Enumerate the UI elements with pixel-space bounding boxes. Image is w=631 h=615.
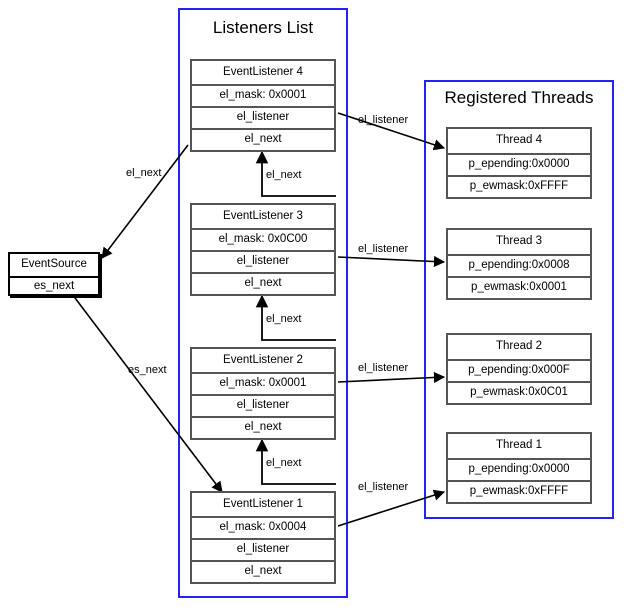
event-listener-4-next: el_next xyxy=(192,128,334,150)
node-thread-1[interactable]: Thread 1 p_epending:0x0000 p_ewmask:0xFF… xyxy=(446,432,592,504)
event-source-title: EventSource xyxy=(21,258,87,271)
thread-4-ewmask: p_ewmask:0xFFFF xyxy=(448,175,590,197)
thread-1-epending: p_epending:0x0000 xyxy=(448,458,590,480)
event-listener-2-title: EventListener 2 xyxy=(223,353,303,366)
event-listener-1-next: el_next xyxy=(192,560,334,582)
edge-label-el-listener-2: el_listener xyxy=(358,362,409,374)
event-listener-1-mask: el_mask: 0x0004 xyxy=(192,516,334,538)
event-listener-3-mask: el_mask: 0x0C00 xyxy=(192,228,334,250)
edge-label-el-next-2-1: el_next xyxy=(266,457,302,469)
event-listener-1-title: EventListener 1 xyxy=(223,497,303,510)
event-listener-3-next: el_next xyxy=(192,272,334,294)
node-event-listener-3[interactable]: EventListener 3 el_mask: 0x0C00 el_liste… xyxy=(190,203,336,296)
node-event-source[interactable]: EventSource es_next xyxy=(8,252,100,296)
edge-label-el-listener-1: el_listener xyxy=(358,481,409,493)
node-event-listener-2[interactable]: EventListener 2 el_mask: 0x0001 el_liste… xyxy=(190,347,336,440)
event-listener-4-listener: el_listener xyxy=(192,106,334,128)
event-listener-3-title: EventListener 3 xyxy=(223,209,303,222)
event-listener-1-listener: el_listener xyxy=(192,538,334,560)
event-listener-2-mask: el_mask: 0x0001 xyxy=(192,372,334,394)
thread-4-epending: p_epending:0x0000 xyxy=(448,153,590,175)
thread-1-ewmask: p_ewmask:0xFFFF xyxy=(448,480,590,502)
node-event-listener-1[interactable]: EventListener 1 el_mask: 0x0004 el_liste… xyxy=(190,491,336,584)
thread-3-epending: p_epending:0x0008 xyxy=(448,254,590,276)
edge-label-el-listener-4: el_listener xyxy=(358,114,409,126)
edge-label-el-next-4-3: el_next xyxy=(266,169,302,181)
panel-registered-threads xyxy=(424,80,614,519)
panel-registered-threads-title: Registered Threads xyxy=(444,88,594,107)
thread-2-title: Thread 2 xyxy=(495,340,543,353)
node-thread-4[interactable]: Thread 4 p_epending:0x0000 p_ewmask:0xFF… xyxy=(446,127,592,199)
thread-3-ewmask: p_ewmask:0x0001 xyxy=(448,276,590,298)
event-source-es-next: es_next xyxy=(10,276,98,296)
edge-label-es-next-diagonal: es_next xyxy=(128,364,167,376)
thread-1-title: Thread 1 xyxy=(495,439,543,452)
event-listener-4-title: EventListener 4 xyxy=(223,65,303,78)
edge-label-el-next-diagonal: el_next xyxy=(126,167,162,179)
edge-el-next-4-to-source xyxy=(101,144,189,259)
event-listener-2-listener: el_listener xyxy=(192,394,334,416)
thread-2-epending: p_epending:0x000F xyxy=(448,359,590,381)
thread-4-title: Thread 4 xyxy=(495,134,543,147)
thread-3-title: Thread 3 xyxy=(495,235,543,248)
edge-label-el-next-3-2: el_next xyxy=(266,313,302,325)
thread-2-ewmask: p_ewmask:0x0C01 xyxy=(448,381,590,403)
node-thread-2[interactable]: Thread 2 p_epending:0x000F p_ewmask:0x0C… xyxy=(446,333,592,405)
event-listener-3-listener: el_listener xyxy=(192,250,334,272)
node-thread-3[interactable]: Thread 3 p_epending:0x0008 p_ewmask:0x00… xyxy=(446,228,592,300)
event-listener-2-next: el_next xyxy=(192,416,334,438)
node-event-listener-4[interactable]: EventListener 4 el_mask: 0x0001 el_liste… xyxy=(190,59,336,152)
event-listener-4-mask: el_mask: 0x0001 xyxy=(192,84,334,106)
panel-listeners-list-title: Listeners List xyxy=(212,18,314,37)
edge-label-el-listener-3: el_listener xyxy=(358,243,409,255)
